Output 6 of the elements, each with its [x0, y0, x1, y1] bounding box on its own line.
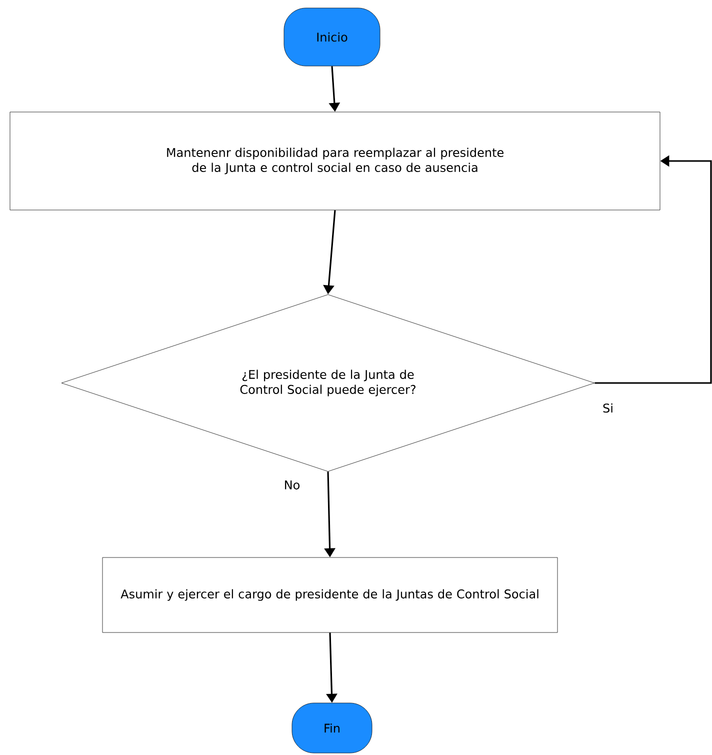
process-box: Asumir y ejercer el cargo de presidente de la Juntas de Control Social — [102, 557, 558, 633]
terminal-node: Inicio — [284, 8, 380, 66]
process-box: Mantenenr disponibilidad para reemplazar al presidente de la Junta e control social en caso de ausencia — [10, 112, 660, 210]
edge-label: No — [282, 480, 302, 490]
terminal-node: Fin — [292, 702, 372, 754]
edge-label: Si — [602, 402, 614, 414]
